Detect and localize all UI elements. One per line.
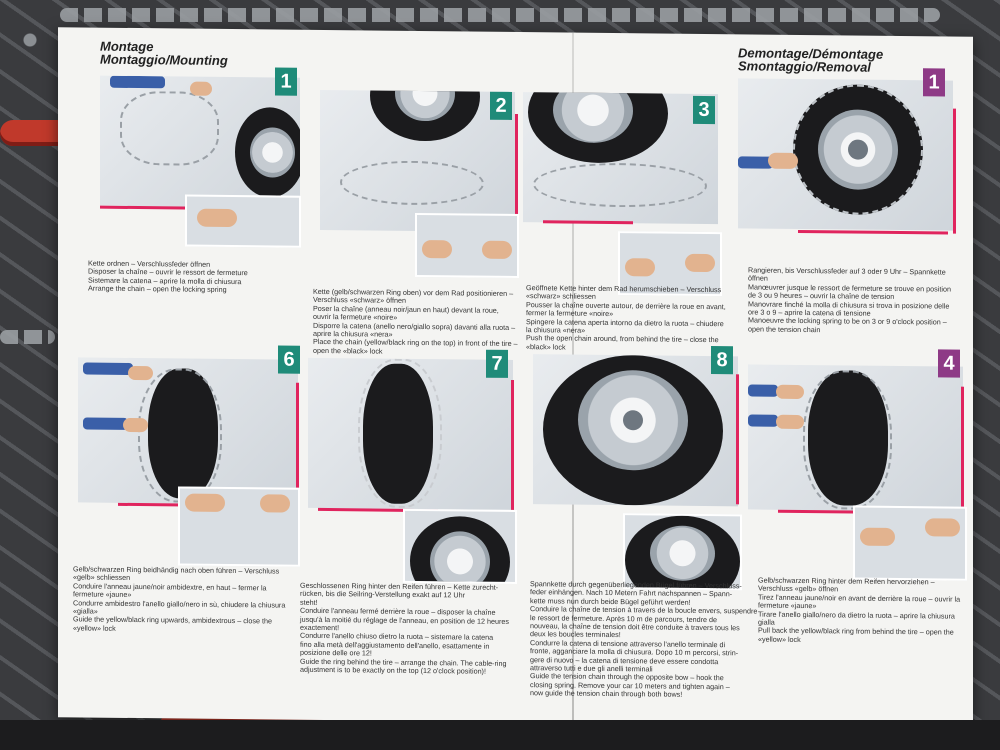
step-2-photo [320,89,515,232]
step-8-text: Spannkette durch gegenüberliegenden Büge… [530,579,758,700]
step-number-badge: 6 [278,345,300,374]
chain-net [138,368,222,503]
step-number-badge: 8 [711,346,733,375]
sleeve [110,75,165,89]
rim [650,525,715,582]
removal-step-4-panel: 4 [748,339,968,581]
instruction-sheet: Montage Montaggio/Mounting Demontage/Dém… [58,27,973,727]
step-2-detail [415,212,519,279]
step-6-panel: 6 [78,335,303,567]
chain-net [533,162,707,209]
chain-net [358,358,442,509]
step-1-panel: 1 [100,66,305,258]
hub [848,139,868,160]
pink-accent [511,379,514,510]
chain-net [340,160,484,206]
pink-accent [296,382,299,503]
step-7-photo [308,357,513,510]
hand [128,365,153,381]
hand [422,240,452,259]
step-number-badge: 3 [693,95,715,125]
step-8-panel: 8 [533,342,743,594]
hand [260,494,290,513]
step-number-badge: 1 [923,68,945,97]
hand [776,384,804,400]
hand [860,527,895,546]
removal-step-4-text: Gelb/schwarzen Ring hinter dem Reifen he… [758,575,961,644]
step-number-badge: 4 [938,349,960,378]
step-number-badge: 1 [275,67,297,96]
step-7-text: Geschlossenen Ring hinter den Reifen füh… [300,580,509,676]
chain-net [803,370,892,510]
hand [625,258,655,277]
hand [123,417,148,433]
step-number-badge: 2 [490,91,512,120]
chain-top [60,8,940,22]
step-3-photo [523,92,718,225]
step-6-photo [78,357,298,505]
hub [623,410,643,431]
chain-net [120,90,219,166]
step-number-badge: 7 [486,349,508,378]
step-2-panel: 2 [320,82,520,284]
step-2-text: Kette (gelb/schwarzen Ring oben) vor dem… [313,286,518,356]
hand [482,240,512,259]
removal-step-1-panel: 1 [738,66,963,253]
pink-accent [736,374,739,505]
removal-step-1-photo [738,78,953,231]
pink-accent [953,108,956,234]
removal-step-4-detail [853,505,967,581]
step-8-photo [533,354,738,507]
sleeve [83,362,133,375]
step-7-panel: 7 [308,348,518,590]
mounting-title: Montage Montaggio/Mounting [100,38,228,68]
hand [197,208,237,228]
pink-accent [543,220,633,225]
hand [768,152,798,169]
hand [685,253,715,273]
step-6-text: Gelb/schwarzen Ring beidhändig nach oben… [73,564,286,633]
step-7-detail [403,508,517,585]
pink-accent [798,229,948,235]
step-1-detail [185,194,301,248]
hand [776,414,804,430]
pink-accent [961,386,964,507]
step-8-detail [623,513,742,591]
sleeve [748,384,778,397]
hand [190,81,212,96]
step-1-photo [100,75,300,208]
sleeve [83,417,128,430]
removal-step-1-text: Rangieren, bis Verschlussfeder auf 3 ode… [748,265,951,335]
bottom-mat [0,720,1000,750]
removal-step-4-photo [748,364,963,512]
rim [250,127,295,178]
sleeve [748,414,778,427]
step-6-detail [178,486,300,567]
hand [185,493,225,512]
step-3-panel: 3 [523,70,723,297]
chain-left [0,330,55,344]
hand [925,518,960,537]
